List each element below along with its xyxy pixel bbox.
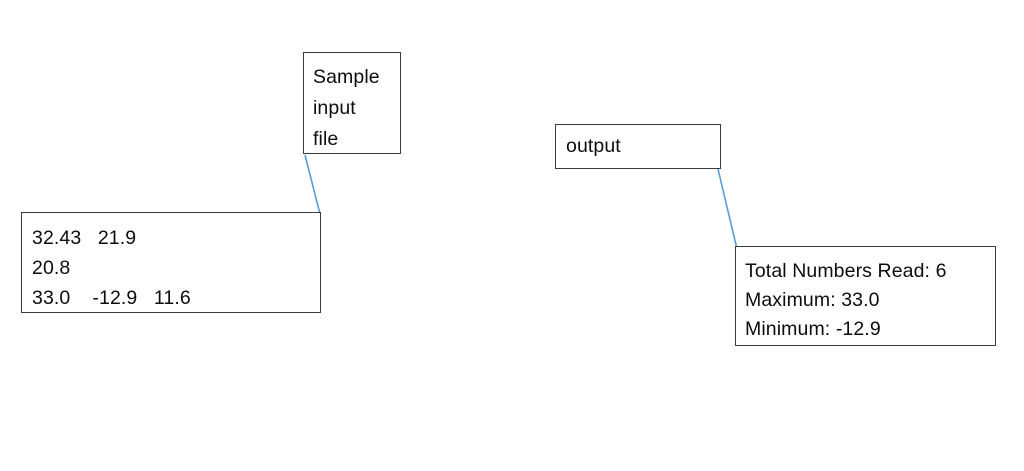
output-results-box: Total Numbers Read: 6 Maximum: 33.0 Mini… xyxy=(735,246,996,346)
output-minimum: Minimum: -12.9 xyxy=(745,318,881,340)
output-total-numbers-read: Total Numbers Read: 6 xyxy=(745,260,947,282)
sample-input-file-label-line-1: Sample xyxy=(313,66,380,88)
connector-input-note-to-data xyxy=(304,154,321,215)
sample-input-file-label-line-3: file xyxy=(313,128,339,150)
input-data-line-2: 20.8 xyxy=(32,257,71,279)
input-data-box: 32.43 21.9 20.8 33.0 -12.9 11.6 xyxy=(21,212,321,313)
input-data-line-1: 32.43 21.9 xyxy=(32,227,137,249)
sample-input-file-label-line-2: input xyxy=(313,97,356,119)
sample-input-file-label-box: Sample input file xyxy=(303,52,401,154)
connector-output-note-to-results xyxy=(717,168,738,250)
output-label-box: output xyxy=(555,124,721,169)
output-label-text: output xyxy=(566,135,621,157)
input-data-line-3: 33.0 -12.9 11.6 xyxy=(32,287,191,309)
output-maximum: Maximum: 33.0 xyxy=(745,289,880,311)
